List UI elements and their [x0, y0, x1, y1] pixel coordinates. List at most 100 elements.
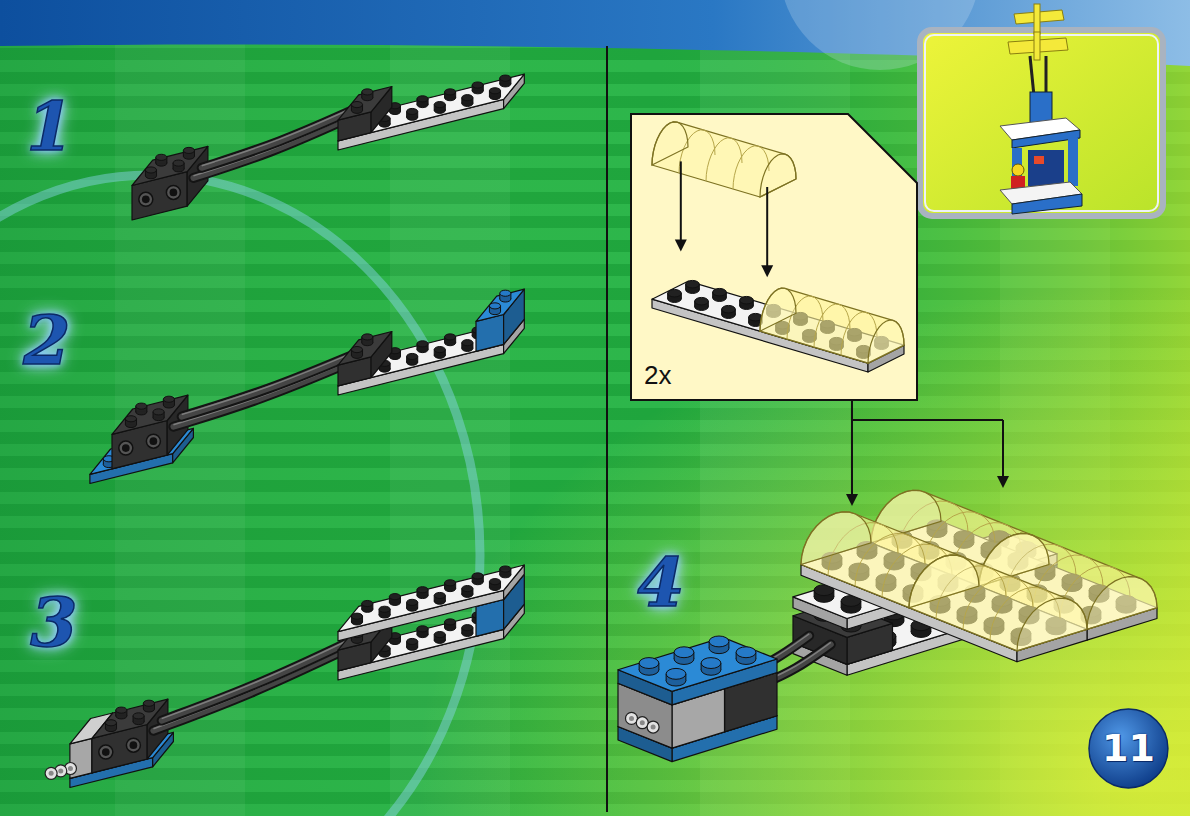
page-number: 11: [1088, 708, 1169, 789]
brick: [112, 395, 188, 469]
stud: [153, 409, 164, 421]
pin-hole: [166, 185, 180, 199]
stud: [136, 403, 147, 415]
stud: [133, 713, 144, 725]
step-3-model: [45, 565, 524, 788]
stud: [666, 668, 686, 686]
brick-face: [338, 565, 524, 632]
field-circle: [0, 175, 480, 816]
brick-face: [338, 74, 524, 141]
callout-outline: [631, 114, 917, 400]
brick-face: [338, 87, 392, 121]
stud: [489, 579, 500, 591]
stud: [417, 96, 428, 108]
stud: [351, 613, 362, 625]
brick: [652, 280, 904, 372]
quantity-label: 2x: [644, 360, 671, 391]
transparent-arch: [801, 512, 979, 608]
brick: [338, 565, 524, 641]
stud: [417, 626, 428, 638]
stud: [489, 303, 500, 315]
page-circle: [1089, 709, 1168, 788]
stud: [736, 647, 756, 665]
placement-arrow: [675, 161, 687, 251]
hose: [202, 106, 357, 168]
stud: [674, 647, 694, 665]
pin-hole: [146, 434, 160, 448]
brick: [338, 332, 392, 386]
stud: [417, 341, 428, 353]
stud: [125, 416, 136, 428]
stud: [362, 89, 373, 101]
stud: [668, 289, 682, 302]
stud: [713, 288, 727, 301]
stud: [445, 89, 456, 101]
brick-face: [652, 122, 796, 197]
stud: [407, 353, 418, 365]
stud: [407, 638, 418, 650]
placement-arrow: [846, 420, 858, 506]
pin-hole: [126, 738, 140, 752]
callout-leader: [846, 401, 1009, 506]
stud: [445, 580, 456, 592]
stud: [116, 707, 127, 719]
stud: [351, 347, 362, 359]
placement-arrow: [997, 420, 1009, 488]
brick-face: [338, 344, 504, 395]
stud: [686, 280, 700, 293]
stud: [434, 102, 445, 114]
stud: [379, 606, 390, 618]
transparent-arch: [909, 555, 1087, 651]
brick-face: [338, 99, 504, 150]
brick: [338, 87, 392, 141]
stud: [173, 160, 184, 172]
stud: [156, 154, 167, 166]
transparent-arch: [652, 122, 796, 197]
stud: [163, 396, 174, 408]
brick-face: [338, 332, 392, 366]
hose: [182, 351, 357, 416]
brick-face: [801, 512, 979, 608]
transparent-arch: [760, 288, 904, 363]
step-number: 1: [26, 92, 73, 160]
pin-hole: [119, 441, 133, 455]
brick: [618, 636, 777, 705]
pin-hole: [139, 192, 153, 206]
stud: [434, 347, 445, 359]
stud: [500, 566, 511, 578]
clip: [636, 717, 648, 729]
stud: [183, 147, 194, 159]
stud: [362, 600, 373, 612]
clip: [647, 721, 659, 733]
brick: [132, 146, 208, 220]
brick-face: [476, 289, 524, 321]
stud: [462, 625, 473, 637]
stud: [351, 102, 362, 114]
stud: [472, 82, 483, 94]
brick-face: [652, 281, 904, 363]
stud: [462, 95, 473, 107]
stud: [407, 108, 418, 120]
stud: [462, 586, 473, 598]
stud: [740, 296, 754, 309]
stud: [489, 88, 500, 100]
clip: [45, 767, 57, 779]
step-number: 4: [637, 548, 684, 616]
brick: [476, 289, 524, 351]
model-thumbnail: [920, 4, 1163, 216]
brick-face: [909, 555, 1087, 651]
stud: [500, 290, 511, 302]
stud: [445, 619, 456, 631]
step-4-model: [618, 490, 1157, 761]
callout-outline: [630, 113, 918, 401]
stud: [639, 658, 659, 676]
step-number: 2: [23, 306, 70, 374]
placement-arrow: [761, 187, 773, 277]
stud: [472, 573, 483, 585]
callout-model: [652, 122, 904, 372]
clip: [626, 712, 638, 724]
stud: [445, 334, 456, 346]
stud: [500, 75, 511, 87]
